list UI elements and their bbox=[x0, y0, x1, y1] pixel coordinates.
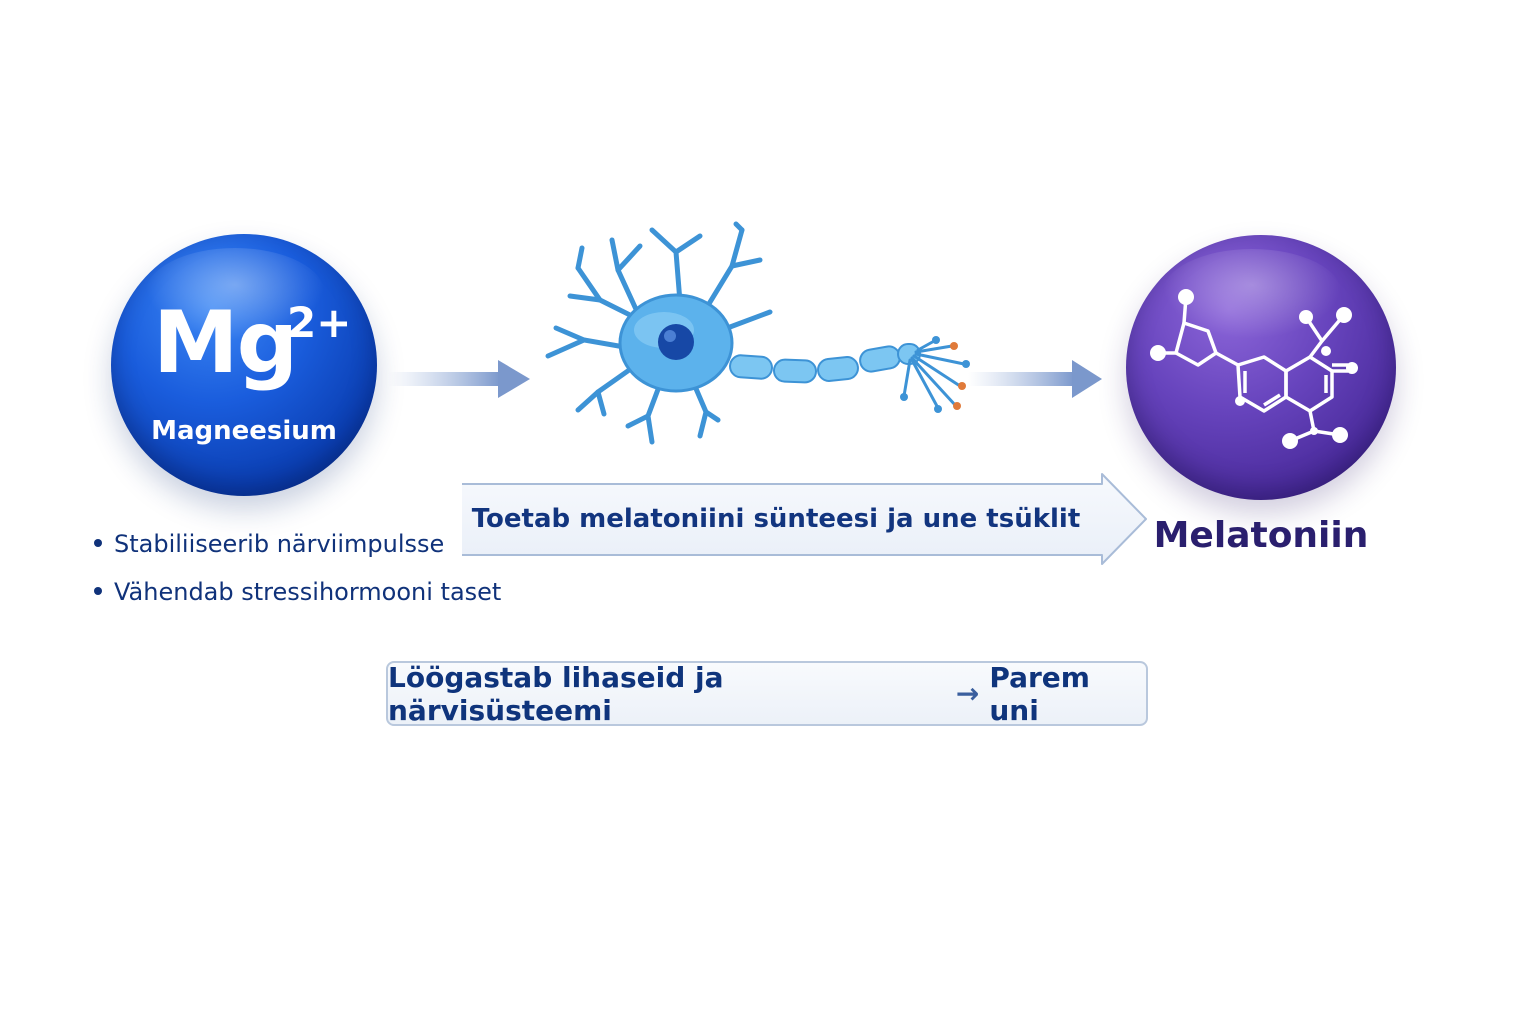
melatonin-label: Melatoniin bbox=[1153, 515, 1369, 556]
arrow-icon: → bbox=[955, 677, 980, 710]
summary-left-text: Löögastab lihaseid ja närvisüsteemi bbox=[388, 660, 724, 727]
molecule-icon bbox=[1150, 289, 1358, 449]
sphere-highlight bbox=[145, 248, 325, 340]
arrow-icon bbox=[968, 360, 1102, 398]
big-arrow-shape bbox=[462, 473, 1147, 565]
arrow-label: Toetab melatoniini sünteesi ja une tsükl… bbox=[471, 504, 1081, 534]
summary-box: Löögastab lihaseid ja närvisüsteemi → Pa… bbox=[386, 660, 1148, 727]
bullet-item: Stabiliiseerib närviimpulsse bbox=[94, 532, 444, 556]
magnesium-charge: 2+ bbox=[287, 298, 352, 347]
bullet-text: Stabiliiseerib närviimpulsse bbox=[114, 530, 445, 558]
bullet-dot bbox=[94, 539, 102, 547]
arrow-icon bbox=[388, 360, 530, 398]
bullet-item: Vähendab stressihormooni taset bbox=[94, 580, 501, 604]
summary-right-text: Parem uni bbox=[989, 660, 1090, 727]
bullet-dot bbox=[94, 587, 102, 595]
magnesium-symbol: Mg bbox=[153, 293, 298, 393]
bullet-text: Vähendab stressihormooni taset bbox=[114, 578, 502, 606]
melatonin-sphere bbox=[1126, 235, 1396, 500]
neuron-icon bbox=[545, 221, 970, 445]
magnesium-name: Magneesium bbox=[151, 416, 337, 446]
magnesium-sphere: Mg 2+ Magneesium bbox=[111, 234, 377, 496]
